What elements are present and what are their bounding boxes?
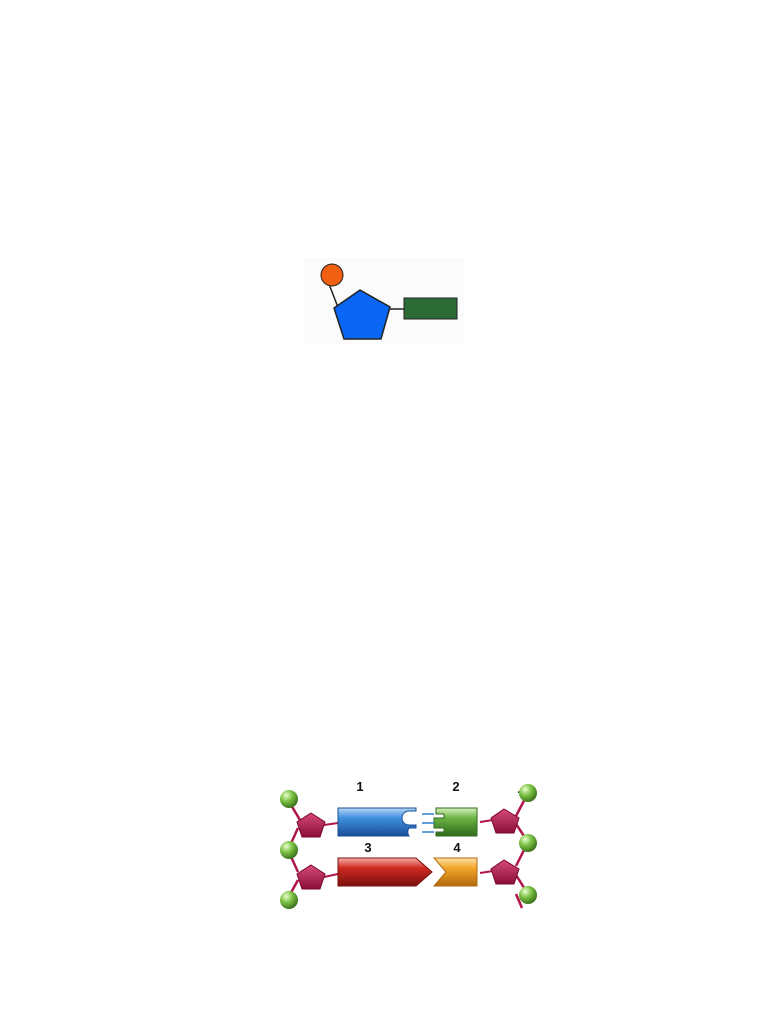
left-sugar-base-link: [323, 873, 339, 878]
base-pair-svg: 1 2 3 4: [280, 779, 537, 909]
base-label-3: 3: [364, 840, 371, 855]
left-sugar-pentagon: [296, 864, 326, 890]
left-backbone: [280, 790, 339, 909]
right-sugar-pentagon: [490, 859, 520, 885]
left-phosphate-ball: [280, 790, 298, 808]
right-phosphate-ball: [519, 834, 537, 852]
right-phosphate-ball: [519, 784, 537, 802]
right-backbone-line: [514, 893, 524, 909]
right-backbone: [479, 784, 537, 909]
base-label-2: 2: [452, 779, 459, 794]
nucleotide-diagram: [304, 258, 464, 344]
base-3-shape: [337, 857, 433, 887]
right-sugar-base-link: [479, 819, 494, 823]
base-4-shape: [432, 857, 478, 887]
phosphate-circle: [320, 263, 344, 287]
base-pair-diagram: 1 2 3 4: [276, 776, 540, 910]
left-sugar-pentagon: [296, 812, 326, 838]
nucleotide-svg: [304, 258, 464, 344]
left-phosphate-ball: [280, 891, 298, 909]
base-label-1: 1: [356, 779, 363, 794]
base-1-shape: [337, 807, 417, 837]
right-sugar-base-link: [479, 870, 494, 874]
base-label-4: 4: [453, 840, 461, 855]
base-rectangle: [403, 297, 458, 320]
right-phosphate-ball: [519, 886, 537, 904]
base-2-shape: [433, 807, 478, 837]
sugar-pentagon: [333, 289, 391, 340]
left-sugar-base-link: [323, 822, 339, 826]
left-phosphate-ball: [280, 841, 298, 859]
right-sugar-pentagon: [490, 808, 520, 834]
